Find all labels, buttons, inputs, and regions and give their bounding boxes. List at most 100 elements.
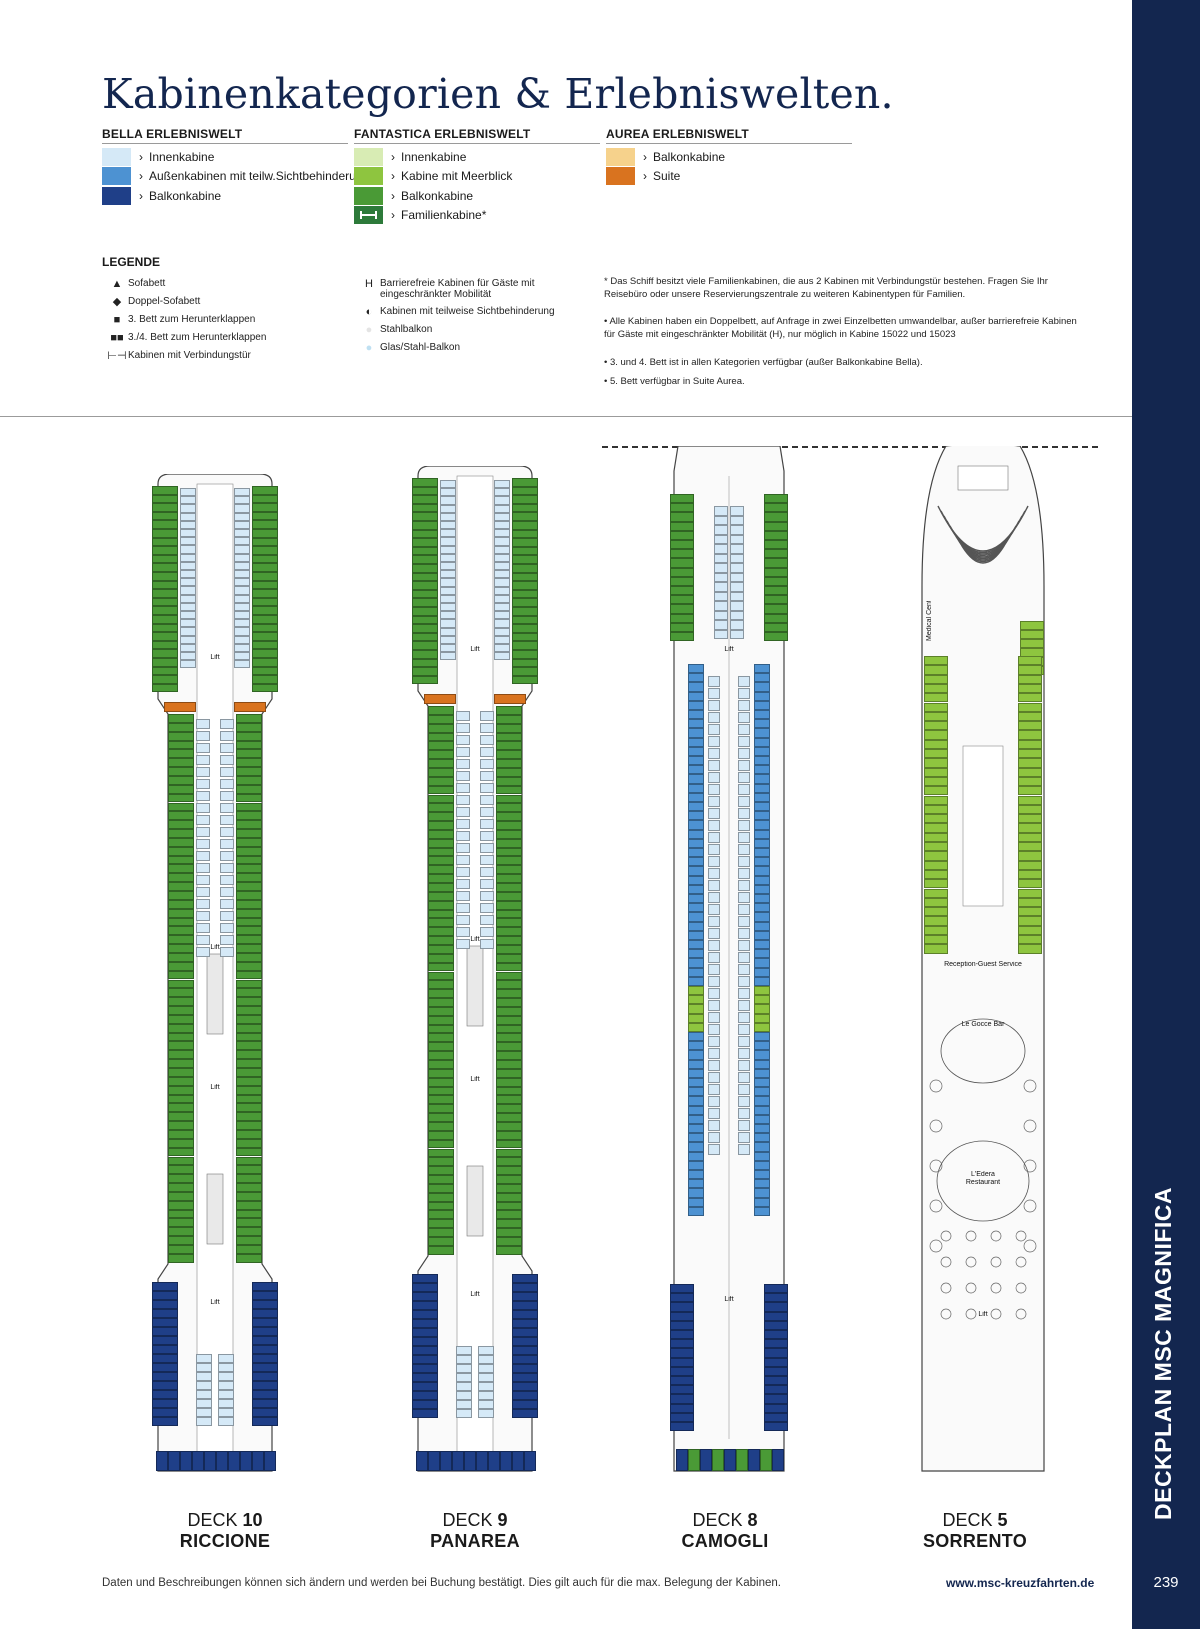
cabin: [428, 1033, 454, 1043]
cabin: [196, 863, 210, 873]
cabin: [440, 586, 456, 595]
cabin: [496, 1210, 522, 1220]
page-number: 239: [1153, 1574, 1179, 1591]
cabin: [730, 610, 744, 620]
cabin: [754, 967, 770, 977]
deck-area-label: Le Gocce Bar: [961, 1021, 1005, 1028]
cabin: [412, 1283, 438, 1292]
cabin: [754, 949, 770, 959]
cabin: [196, 1372, 212, 1381]
cabin: [252, 546, 278, 555]
cabin: [428, 1113, 454, 1122]
cabin: [478, 1364, 494, 1373]
cabin: [764, 503, 788, 513]
cabin: [754, 1068, 770, 1078]
legend-column-1: ▲Sofabett ◆Doppel-Sofabett ■3. Bett zum …: [106, 278, 356, 368]
cabin: [180, 537, 196, 546]
cabin: [754, 1032, 770, 1042]
cabin: [754, 728, 770, 738]
cabin: [440, 570, 456, 579]
cabin: [714, 582, 728, 592]
cabin: [428, 838, 454, 848]
stern-cabin: [476, 1451, 488, 1471]
cabin: [168, 811, 194, 821]
cabin: [428, 891, 454, 901]
cabin: [924, 758, 948, 768]
cabin: [1020, 639, 1044, 648]
cabin: [764, 1357, 788, 1367]
cabin: [496, 927, 522, 937]
cabin: [754, 664, 770, 674]
cabin: [754, 857, 770, 867]
cabin: [714, 591, 728, 601]
cabin: [496, 998, 522, 1007]
cabin: [456, 795, 470, 805]
cabin: [924, 916, 948, 926]
stern-cabin: [700, 1449, 712, 1471]
cabin: [496, 1139, 522, 1149]
cabin: [428, 1060, 454, 1069]
cabin: [688, 1004, 704, 1014]
cabin: [456, 759, 470, 769]
cabin: [236, 997, 262, 1007]
cabin: [196, 911, 210, 921]
cabin: [428, 1121, 454, 1131]
cabin: [428, 750, 454, 760]
cabin: [236, 1174, 262, 1184]
cabin: [236, 1032, 262, 1042]
cabin: [168, 793, 194, 803]
cabin: [708, 784, 720, 795]
cabin: [152, 1336, 178, 1345]
cabin: [754, 783, 770, 793]
cabin: [1018, 786, 1042, 796]
cabin: [738, 724, 750, 735]
cabin: [738, 928, 750, 939]
category-bella: BELLA ERLEBNISWELT Innenkabine Außenkabi…: [102, 127, 369, 206]
cabin: [412, 529, 438, 539]
stern-cabin: [216, 1451, 228, 1471]
cabin: [924, 749, 948, 759]
cabin: [714, 544, 728, 554]
stern-cabin: [228, 1451, 240, 1471]
cabin: [688, 1197, 704, 1207]
cabin: [168, 864, 194, 874]
cabin: [688, 1022, 704, 1032]
deck-area-label: Lift: [470, 646, 480, 653]
cabin: [764, 1385, 788, 1395]
cabin: [234, 488, 250, 497]
cabin: [688, 746, 704, 756]
cabin: [730, 525, 744, 535]
footer-url[interactable]: www.msc-kreuzfahrten.de: [946, 1576, 1095, 1590]
cabin: [152, 1318, 178, 1327]
cabin: [428, 936, 454, 945]
cabin: [412, 521, 438, 530]
cabin: [168, 1112, 194, 1122]
stern-cabin: [416, 1451, 428, 1471]
cabin: [670, 1412, 694, 1422]
color-swatch: [354, 167, 383, 186]
cabin: [688, 949, 704, 959]
cabin: [236, 837, 262, 847]
cabin: [236, 846, 262, 856]
cabin: [252, 1354, 278, 1363]
cabin: [428, 847, 454, 857]
cabin: [412, 1355, 438, 1364]
cabin: [1018, 767, 1042, 777]
stern-cabin: [428, 1451, 440, 1471]
cabin: [168, 1059, 194, 1068]
cabin: [754, 848, 770, 858]
cabin: [754, 1050, 770, 1060]
cabin: [478, 1382, 494, 1391]
cabin: [496, 714, 522, 724]
cabin: [754, 700, 770, 710]
stern-cabin: [748, 1449, 760, 1471]
cabin: [428, 1095, 454, 1105]
cabin: [218, 1363, 234, 1372]
cabin: [456, 1409, 472, 1418]
cabin: [754, 912, 770, 922]
cabin: [234, 578, 250, 587]
cabin: [168, 855, 194, 865]
cabin: [688, 848, 704, 858]
cabin: [494, 578, 510, 587]
cabin: [456, 843, 470, 853]
